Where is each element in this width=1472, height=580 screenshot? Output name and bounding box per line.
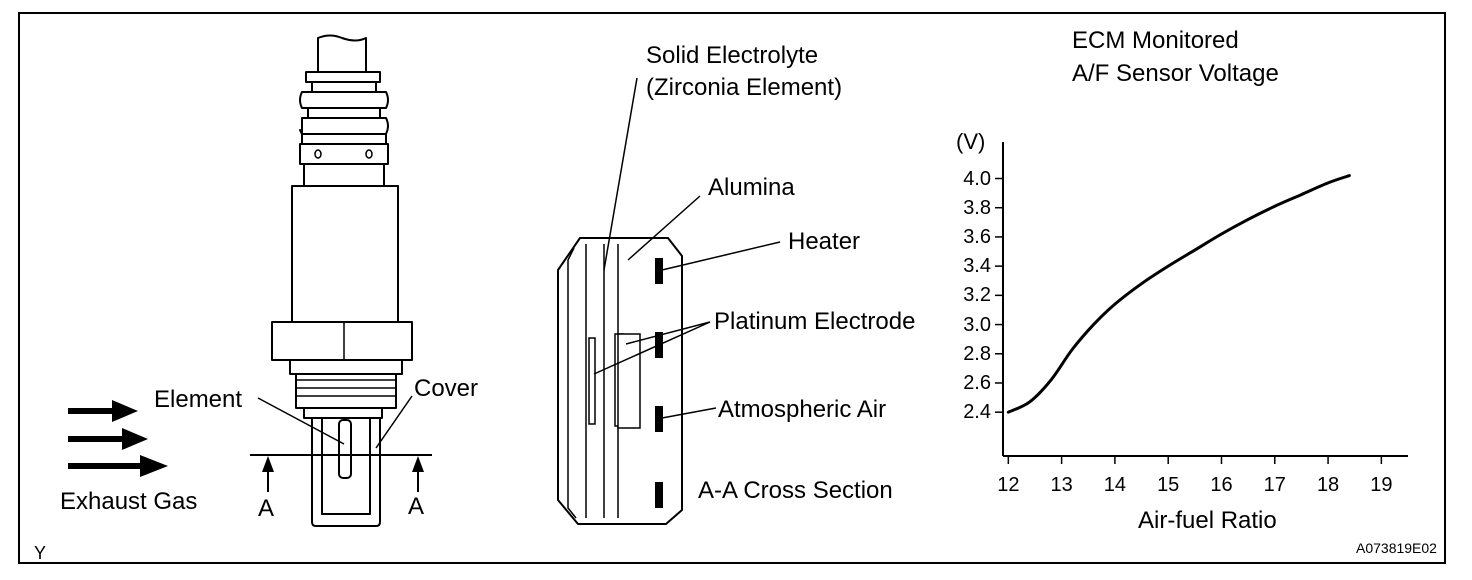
sensor-thread: [295, 373, 397, 409]
x-tick-label: 18: [1316, 474, 1340, 496]
figure-frame: [18, 12, 1446, 564]
chart-subtitle: A/F Sensor Voltage: [1072, 60, 1279, 87]
alumina-leader: [627, 195, 701, 261]
label-exhaust-gas: Exhaust Gas: [60, 488, 198, 515]
platinum-electrode-outer: [588, 337, 596, 425]
y-tick-label: 2.8: [963, 342, 991, 365]
x-tick-label: 15: [1157, 474, 1180, 496]
sensor-band: [299, 143, 389, 165]
x-tick-label: 12: [997, 474, 1020, 496]
sensor-barrel: [291, 185, 399, 323]
sensor-cap: [317, 34, 367, 73]
series-line-voltage: [1006, 174, 1351, 414]
label-section-a-left: A: [258, 495, 275, 522]
x-tick-label: 13: [1050, 474, 1073, 496]
chart-title: ECM Monitored: [1072, 27, 1239, 54]
label-element: Element: [154, 386, 243, 413]
air-chamber: [617, 333, 641, 429]
exhaust-flow-arrows-icon: [68, 400, 168, 477]
x-tick-label: 19: [1370, 474, 1393, 496]
label-alumina: Alumina: [708, 174, 795, 201]
label-cover: Cover: [414, 375, 479, 402]
cover-leader: [375, 395, 413, 449]
label-heater: Heater: [788, 228, 861, 255]
label-cross-section: A-A Cross Section: [698, 477, 893, 504]
y-tick-label: 3.8: [963, 196, 991, 219]
y-tick-label: 2.6: [963, 371, 991, 394]
voltage-chart: [995, 142, 1408, 464]
air-leader: [661, 407, 717, 419]
y-tick-label: 3.2: [963, 284, 991, 307]
label-zirconia-element: (Zirconia Element): [646, 74, 843, 101]
sensor-rib: [299, 91, 389, 109]
electrolyte-leader: [603, 77, 638, 271]
section-arrow-right-icon: [412, 456, 424, 472]
corner-letter: Y: [34, 543, 47, 563]
heater-leader: [661, 241, 781, 271]
label-atmospheric-air: Atmospheric Air: [718, 396, 887, 423]
section-arrow-left-icon: [262, 456, 274, 472]
x-axis-title: Air-fuel Ratio: [1138, 507, 1277, 534]
sensor-cap-collar: [305, 71, 381, 83]
sensor-element: [338, 419, 352, 479]
x-tick-label: 16: [1210, 474, 1233, 496]
element-leader: [257, 397, 345, 445]
y-tick-label: 3.0: [963, 313, 991, 336]
label-solid-electrolyte: Solid Electrolyte: [646, 42, 819, 69]
y-tick-label: 3.4: [963, 255, 991, 278]
label-section-a-right: A: [408, 493, 425, 520]
electrode-leader-2: [593, 321, 711, 375]
figure-code: A073819E02: [1356, 540, 1437, 556]
x-tick-label: 14: [1103, 474, 1127, 496]
x-tick-label: 17: [1263, 474, 1286, 496]
hex-nut: [271, 321, 413, 361]
y-tick-label: 2.4: [963, 401, 991, 424]
y-tick-label: 3.6: [963, 225, 991, 248]
y-axis-unit-label: (V): [956, 129, 986, 154]
electrode-leader-1: [625, 321, 711, 345]
label-platinum-electrode: Platinum Electrode: [714, 308, 916, 335]
y-tick-label: 4.0: [963, 167, 991, 190]
